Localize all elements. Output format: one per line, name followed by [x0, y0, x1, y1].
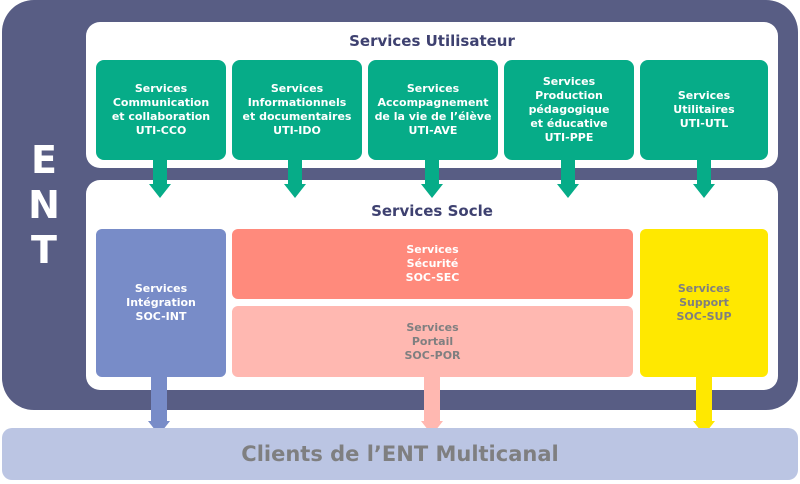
arrow-down-icon	[693, 377, 715, 435]
service-box-soc-int[interactable]: Services Intégration SOC-INT	[96, 229, 226, 377]
box-line: Production	[535, 89, 603, 102]
box-code: UTI-UTL	[679, 117, 729, 130]
service-box-soc-por[interactable]: Services Portail SOC-POR	[232, 306, 633, 377]
service-box-soc-sup[interactable]: Services Support SOC-SUP	[640, 229, 768, 377]
service-box-uti-ppe[interactable]: Services Production pédagogique et éduca…	[504, 60, 634, 160]
box-line: Intégration	[126, 296, 196, 309]
arrow-down-icon	[149, 160, 171, 198]
box-line: Services	[134, 82, 188, 95]
box-line: Support	[679, 296, 729, 309]
arrow-down-icon	[148, 377, 170, 435]
box-line: Informationnels	[247, 96, 347, 109]
box-line: Services	[270, 82, 324, 95]
arrow-down-icon	[284, 160, 306, 198]
box-line: Services	[677, 282, 731, 295]
services-utilisateur-title: Services Utilisateur	[349, 32, 515, 50]
box-code: SOC-POR	[404, 348, 461, 362]
ent-letter-e: E	[31, 138, 57, 182]
box-line: Services	[406, 243, 459, 256]
box-line: Services	[406, 82, 460, 95]
arrow-down-icon	[557, 160, 579, 198]
service-box-uti-cco[interactable]: Services Communication et collaboration …	[96, 60, 226, 160]
service-box-uti-ido[interactable]: Services Informationnels et documentaire…	[232, 60, 362, 160]
box-line: Services	[542, 75, 596, 88]
box-line: Utilitaires	[673, 103, 735, 116]
box-line: et collaboration	[111, 110, 211, 123]
arrow-down-icon	[421, 377, 443, 435]
box-line: et documentaires	[242, 110, 352, 123]
box-line: Services	[677, 89, 731, 102]
box-code: SOC-SEC	[405, 271, 460, 284]
ent-letter-n: N	[28, 183, 60, 227]
arrow-down-icon	[693, 160, 715, 198]
clients-multicanal-bar: Clients de l’ENT Multicanal	[2, 428, 798, 480]
box-line: Sécurité	[406, 257, 459, 270]
box-line: Portail	[411, 334, 454, 348]
service-box-soc-sec[interactable]: Services Sécurité SOC-SEC	[232, 229, 633, 299]
box-line: Services	[406, 320, 459, 334]
service-box-uti-ave[interactable]: Services Accompagnement de la vie de l’é…	[368, 60, 498, 160]
box-code: UTI-IDO	[273, 124, 321, 137]
box-code: SOC-SUP	[676, 310, 732, 323]
ent-letter-t: T	[31, 228, 57, 272]
clients-label: Clients de l’ENT Multicanal	[241, 442, 559, 466]
box-line: Services	[134, 282, 188, 295]
box-line: pédagogique	[528, 103, 610, 116]
box-line: Accompagnement	[377, 96, 489, 109]
services-socle-title: Services Socle	[371, 202, 493, 220]
box-line: Communication	[112, 96, 210, 109]
box-line: et éducative	[530, 117, 608, 130]
box-code: UTI-AVE	[408, 124, 458, 137]
box-code: SOC-INT	[135, 310, 187, 323]
arrow-down-icon	[421, 160, 443, 198]
service-box-uti-utl[interactable]: Services Utilitaires UTI-UTL	[640, 60, 768, 160]
box-line: de la vie de l’élève	[374, 110, 492, 123]
box-code: UTI-CCO	[135, 124, 187, 137]
box-code: UTI-PPE	[544, 131, 594, 144]
